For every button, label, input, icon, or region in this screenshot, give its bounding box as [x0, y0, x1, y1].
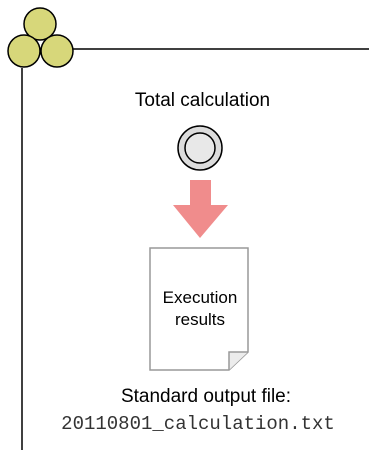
document-label: Execution results: [162, 288, 238, 329]
process-title: Total calculation: [134, 90, 271, 111]
calculation-node-icon: [177, 125, 223, 171]
output-filename: 20110801_calculation.txt: [61, 413, 335, 435]
output-file-label: Standard output file:: [120, 386, 292, 407]
document-icon: [149, 247, 249, 371]
down-arrow-icon: [173, 180, 228, 238]
three-circle-logo: [7, 7, 74, 68]
